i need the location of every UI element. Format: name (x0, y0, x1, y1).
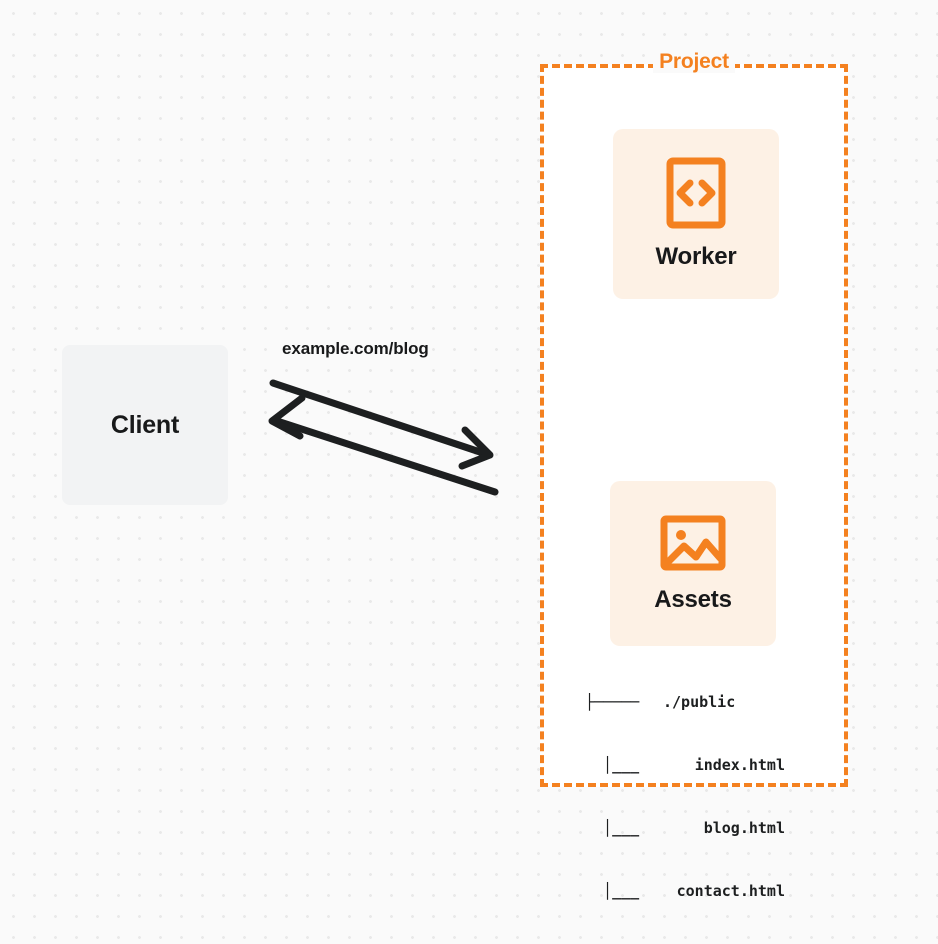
project-title-text: Project (653, 50, 735, 73)
file-tree-row: ├───── ./public (585, 692, 791, 713)
tree-branch-glyph: │___ (585, 756, 640, 774)
file-tree-row: │___ index.html (585, 755, 791, 776)
tree-item-name: contact.html (676, 882, 785, 900)
response-arrow (268, 394, 499, 496)
file-tree-row: │___ contact.html (585, 881, 791, 902)
assets-card[interactable]: Assets (610, 481, 776, 646)
worker-card[interactable]: Worker (613, 129, 779, 299)
project-title: Project (540, 50, 848, 74)
file-tree-row: │___ blog.html (585, 818, 791, 839)
code-icon (666, 157, 726, 229)
assets-file-tree: ├───── ./public │___ index.html │___ blo… (585, 650, 791, 944)
tree-item-name: index.html (694, 756, 785, 774)
tree-branch-glyph: │___ (585, 819, 640, 837)
tree-item-name: blog.html (703, 819, 785, 837)
connection-arrows (250, 330, 520, 520)
worker-label: Worker (655, 243, 737, 270)
request-arrow (269, 379, 494, 470)
diagram-canvas: Client example.com/blog Project (62, 50, 848, 900)
client-label: Client (110, 410, 180, 439)
image-icon (660, 514, 726, 572)
tree-branch-glyph: │___ (585, 882, 640, 900)
client-node[interactable]: Client (62, 345, 228, 505)
assets-label: Assets (654, 585, 732, 613)
connection-url-label: example.com/blog (282, 339, 429, 358)
tree-branch-glyph: ├───── (585, 693, 640, 711)
tree-item-name: ./public (663, 693, 736, 711)
